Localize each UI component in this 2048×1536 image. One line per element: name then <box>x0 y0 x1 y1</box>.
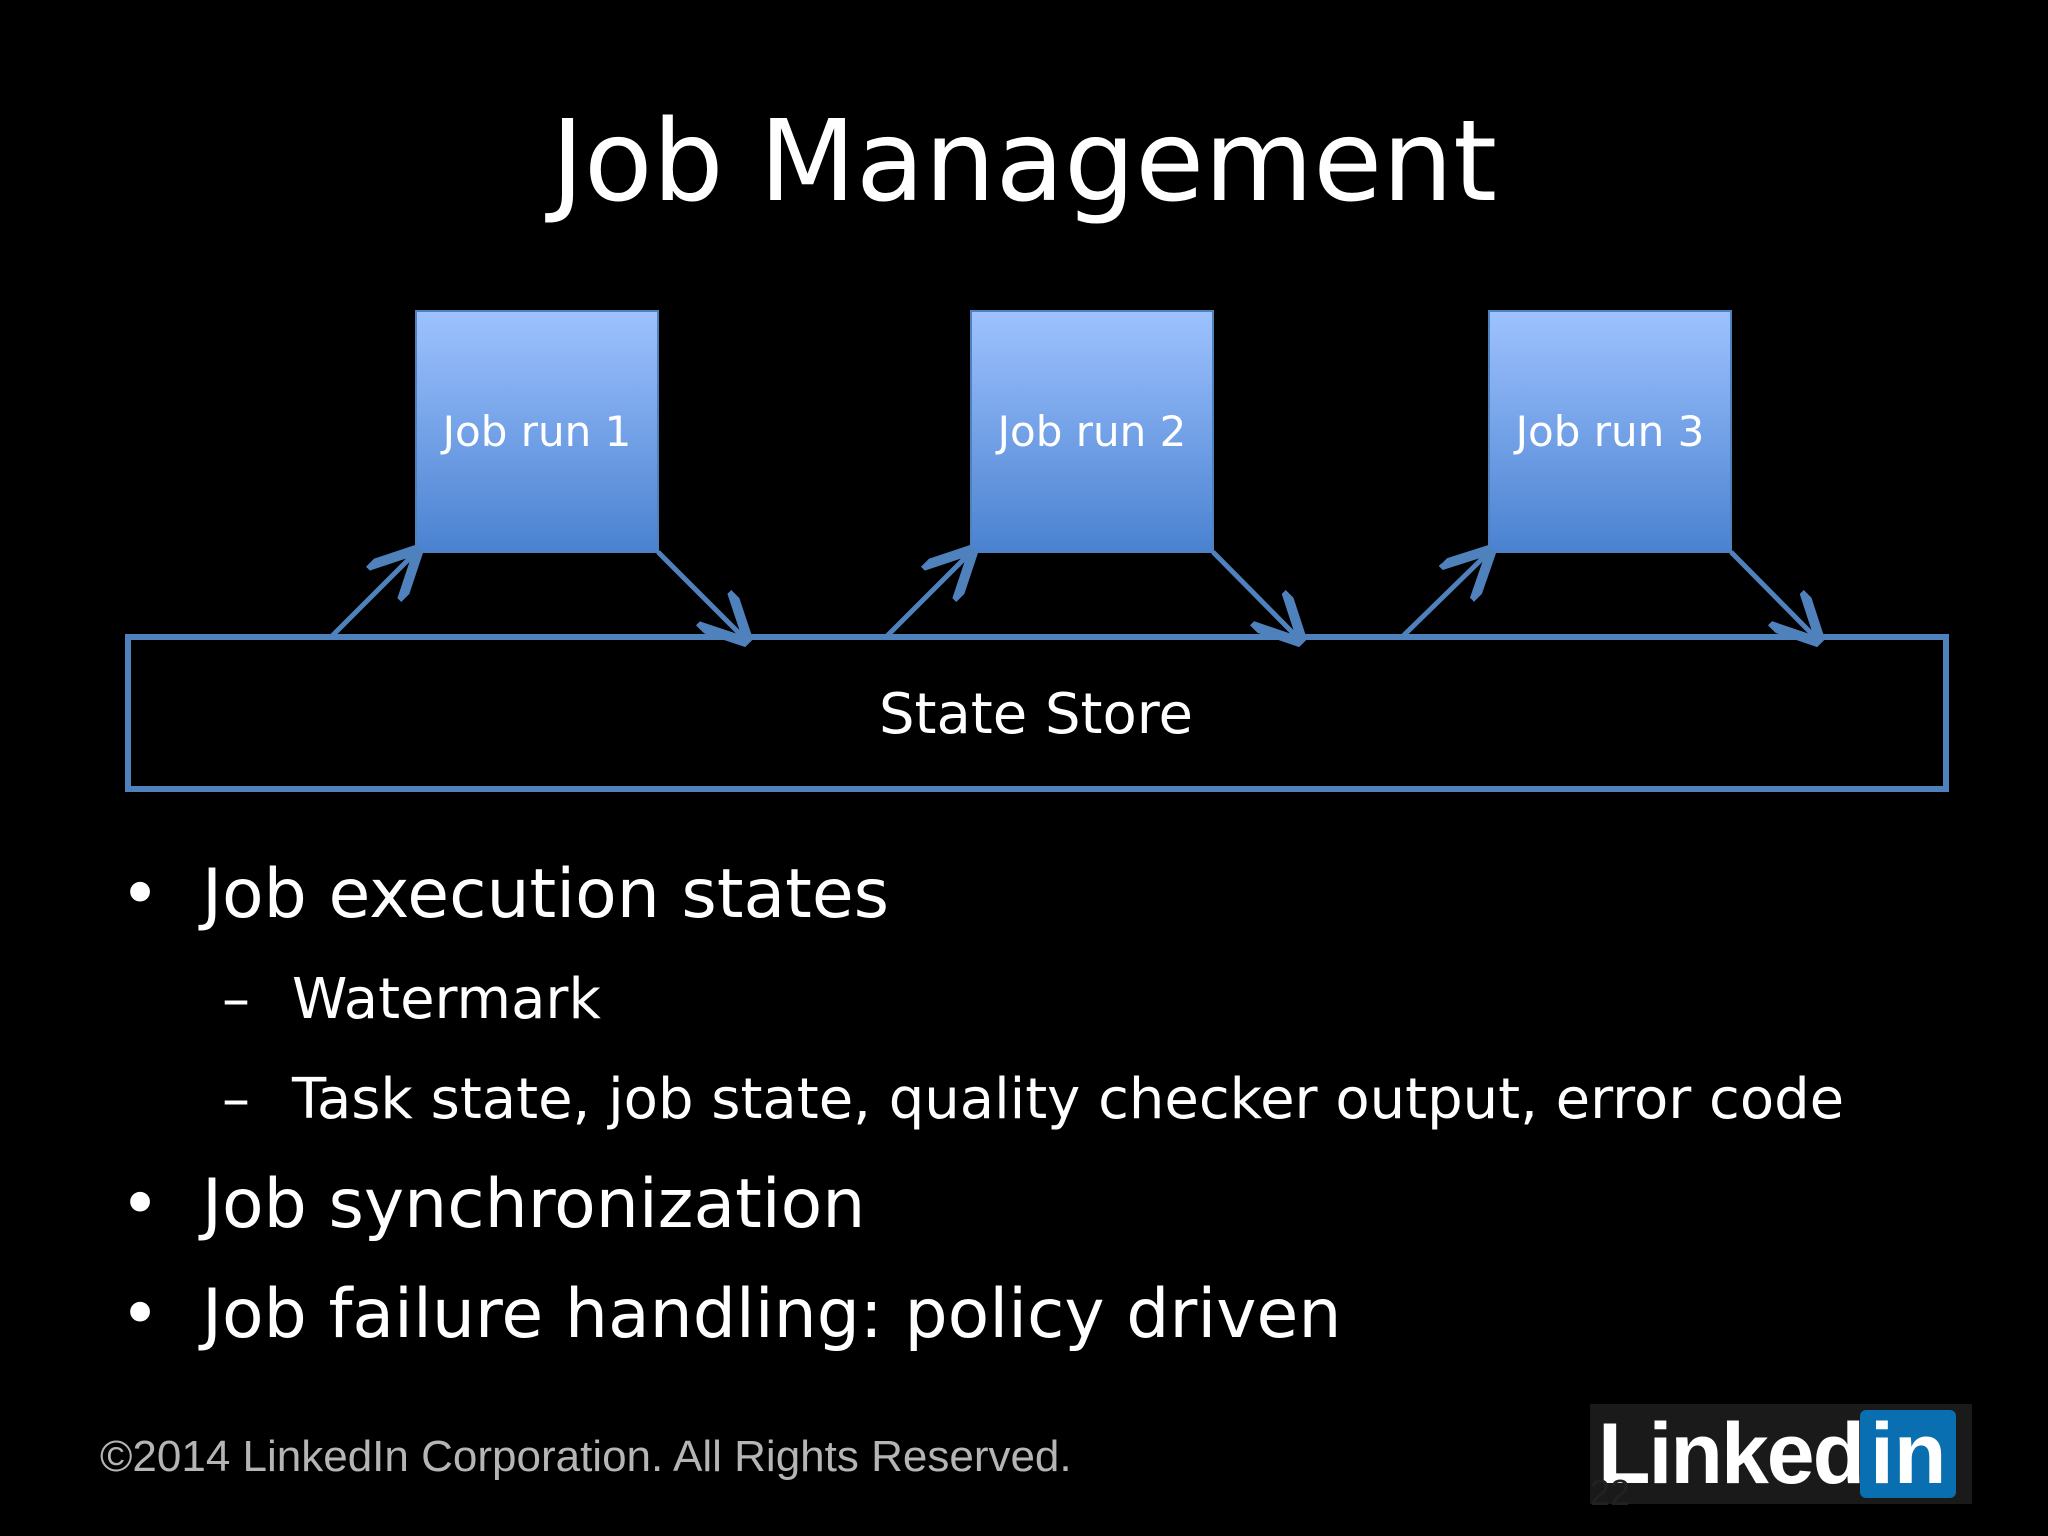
bullet-item: • Job synchronization <box>120 1150 1970 1260</box>
bullet-item: • Job failure handling: policy driven <box>120 1260 1970 1370</box>
logo-in-box: in <box>1860 1406 1956 1502</box>
logo-wordmark: Linked <box>1598 1406 1865 1502</box>
job-run-box <box>1488 310 1732 553</box>
arrow-store-to-job-2 <box>885 556 967 638</box>
sub-bullet-text: Watermark <box>292 967 601 1032</box>
job-run-box <box>970 310 1214 553</box>
state-store-box <box>125 634 1949 792</box>
job-run-2: Job run 2 <box>970 310 1214 553</box>
copyright-footer: ©2014 LinkedIn Corporation. All Rights R… <box>100 1432 1072 1481</box>
job-run-label: Job run 3 <box>1513 407 1705 456</box>
arrow-job-1-to-store <box>656 550 742 636</box>
arrow-store-to-job-3 <box>1401 556 1485 638</box>
sub-bullet-text: Task state, job state, quality checker o… <box>292 1067 1845 1132</box>
linkedin-logo: Linked in <box>1590 1404 1972 1504</box>
bullet-text: Job execution states <box>202 855 890 934</box>
bullet-text: Job synchronization <box>202 1165 866 1244</box>
bullet-list: • Job execution states – Watermark – Tas… <box>120 840 1970 1370</box>
bullet-text: Job failure handling: policy driven <box>202 1275 1342 1354</box>
bullet-mark: • <box>120 1275 161 1354</box>
state-store-label: State Store <box>879 682 1193 747</box>
bullet-item: • Job execution states <box>120 840 1970 950</box>
sub-bullet-mark: – <box>222 1067 250 1132</box>
job-run-box <box>415 310 659 553</box>
sub-bullet-item: – Watermark <box>120 950 1970 1050</box>
job-run-label: Job run 1 <box>440 407 632 456</box>
slide-title: Job Management <box>550 97 1498 227</box>
arrow-store-to-job-1 <box>330 556 412 638</box>
bullet-mark: • <box>120 1165 161 1244</box>
page-number: 22 <box>1590 1472 1631 1513</box>
job-run-label: Job run 2 <box>995 407 1187 456</box>
bullet-mark: • <box>120 855 161 934</box>
sub-bullet-item: – Task state, job state, quality checker… <box>120 1050 1970 1150</box>
job-run-1: Job run 1 <box>415 310 659 553</box>
arrow-job-3-to-store <box>1729 550 1814 636</box>
arrow-job-2-to-store <box>1211 550 1296 636</box>
job-run-3: Job run 3 <box>1488 310 1732 553</box>
sub-bullet-mark: – <box>222 967 250 1032</box>
logo-in-text: in <box>1870 1406 1947 1502</box>
